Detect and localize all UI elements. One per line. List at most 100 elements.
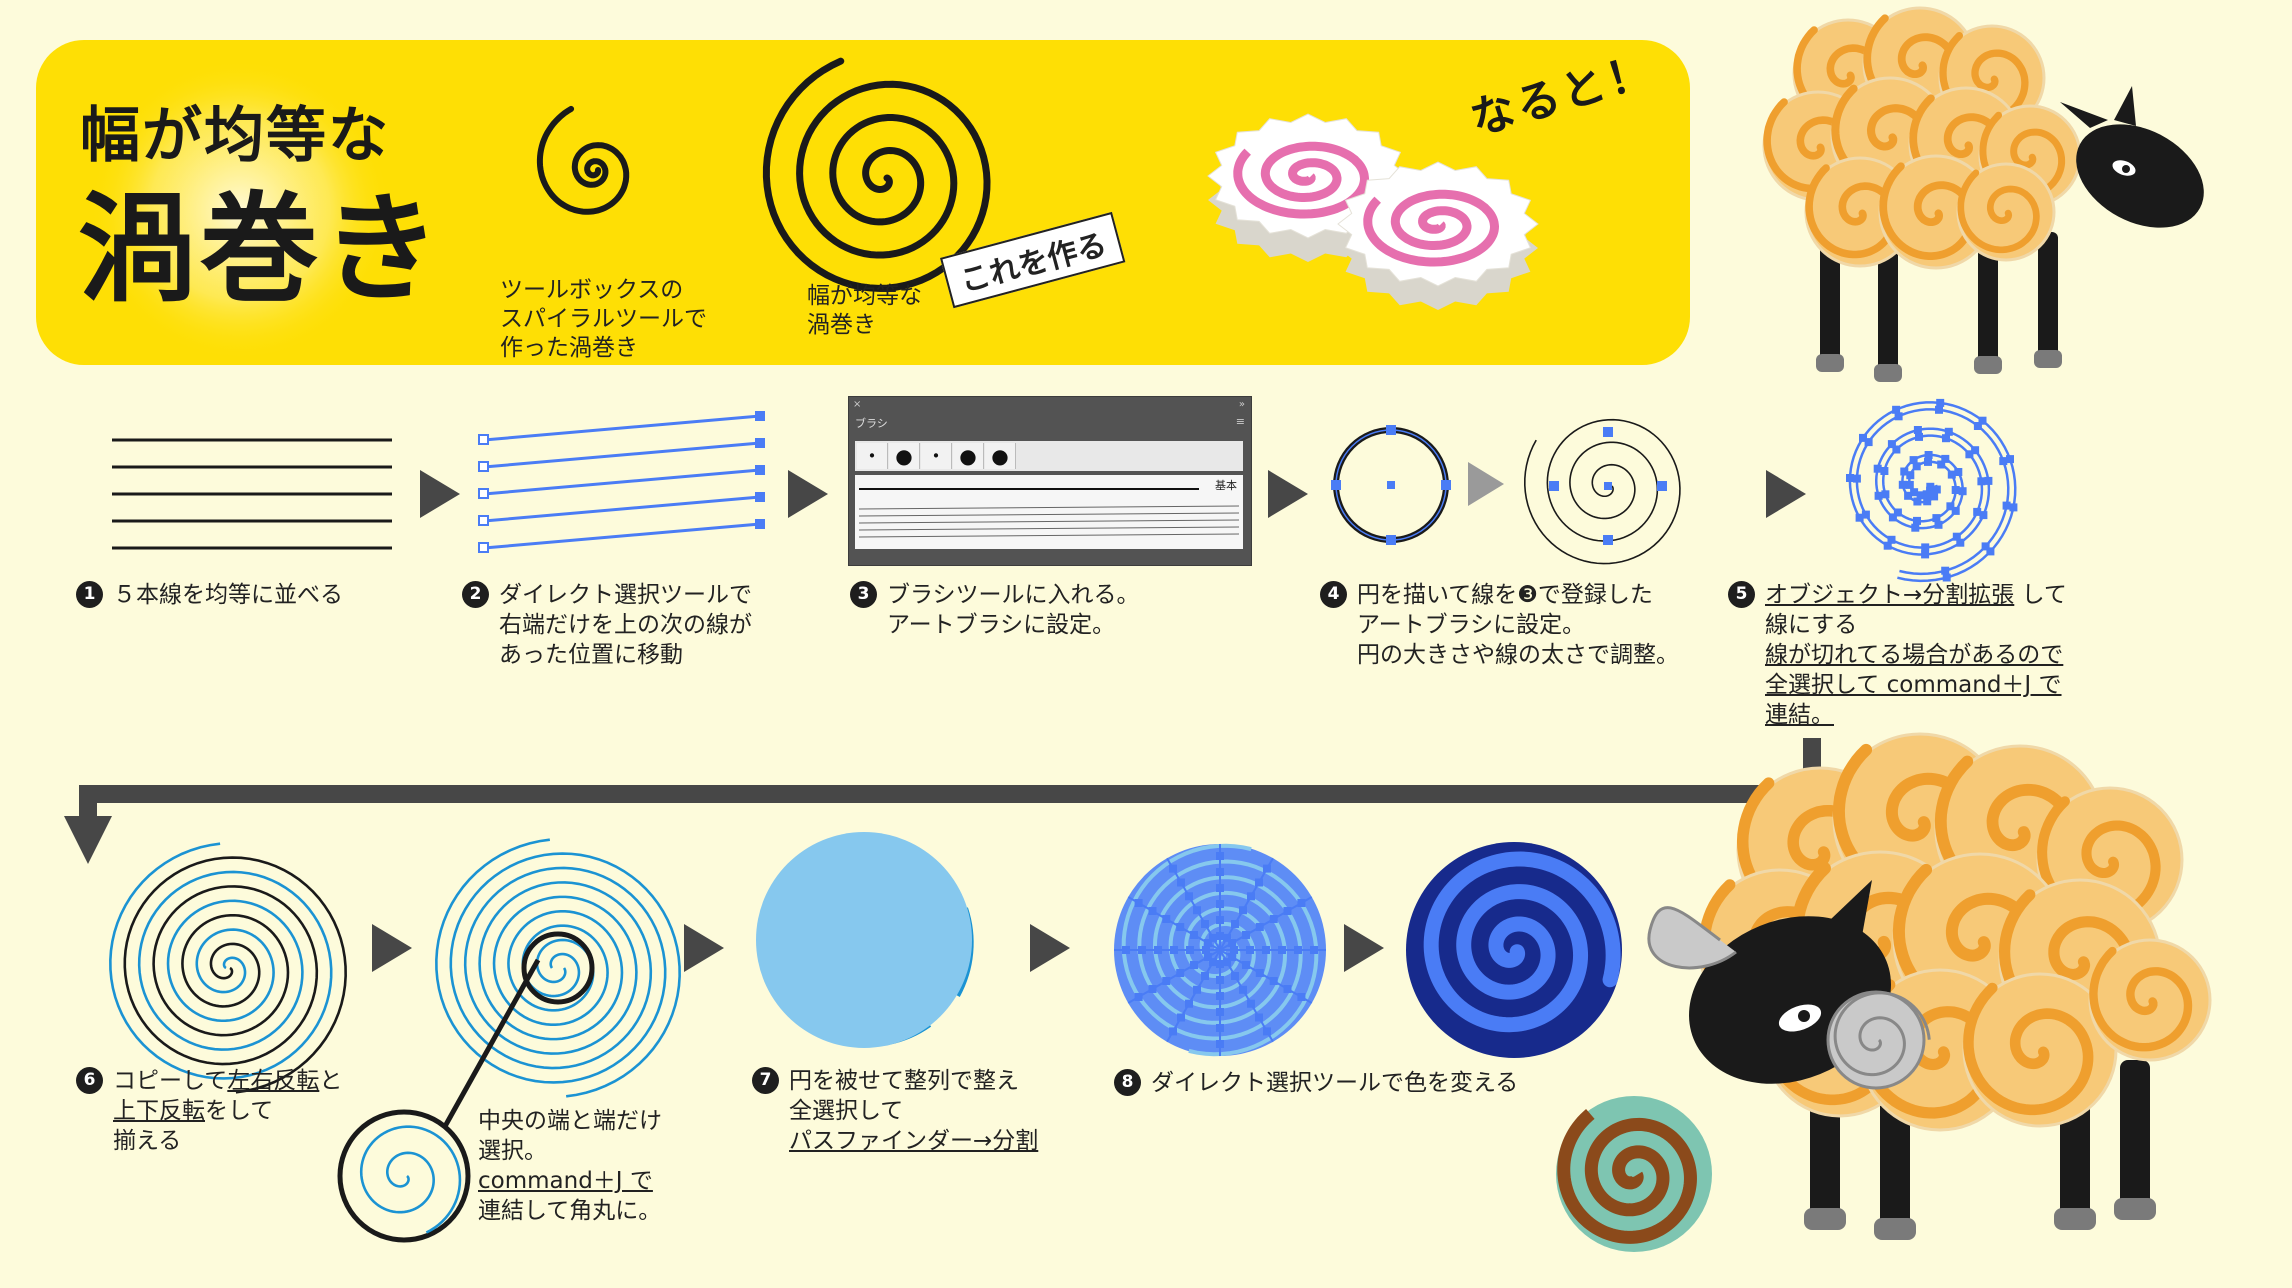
anchor-point (1216, 932, 1224, 940)
divided-path (1137, 859, 1319, 1057)
anchor-point (1864, 438, 1873, 447)
anchor-point (1978, 416, 1987, 425)
brush-swatch[interactable]: ● (953, 443, 984, 469)
ram-horn-right (1826, 990, 1931, 1090)
anchor-point (1951, 486, 1960, 494)
sheep-hoof (1804, 1208, 1846, 1230)
anchor-point (1924, 457, 1932, 466)
sheep-hoof (1874, 364, 1902, 382)
sheep-ear (2060, 102, 2108, 128)
anchor-point (1283, 985, 1292, 993)
anchor-point (1912, 462, 1921, 471)
anchor-point (1965, 450, 1974, 459)
brush-dot-row: ・ ● ・ ● ● (855, 441, 1243, 471)
anchor-point (1242, 961, 1250, 969)
anchor-point (1216, 1040, 1224, 1048)
brush-swatch[interactable]: ● (985, 443, 1016, 469)
anchor-point (1148, 907, 1157, 915)
title-line-2: 渦巻き (78, 180, 445, 318)
anchor-point (1190, 931, 1198, 939)
anchor-point (1923, 497, 1932, 506)
teal-spiral-ball-icon (1556, 1096, 1712, 1252)
step-number: 3 (850, 581, 877, 608)
panel-close-icon-right[interactable]: » (1238, 399, 1245, 410)
step-2-line: 右端だけを上の次の線が (499, 612, 752, 638)
anchor-point (1239, 906, 1247, 915)
anchor-point (1874, 491, 1883, 500)
anchor-point (1201, 920, 1209, 928)
anchor-point (1228, 939, 1237, 947)
double-spiral-icon (109, 842, 347, 1094)
step-6-part: をして (205, 1098, 274, 1124)
anchor-point (1148, 985, 1157, 993)
wool-swirl (1963, 982, 2094, 1116)
panel-close-icon[interactable]: × (853, 399, 862, 410)
anchor-point (1177, 878, 1185, 887)
anchor-point (2009, 503, 2018, 512)
anchor-point (1231, 920, 1239, 928)
anchor-point (1947, 470, 1956, 479)
anchor-point (1954, 468, 1963, 476)
anchor-point (1913, 516, 1921, 525)
connector-arrow-icon (64, 738, 1821, 864)
caption-even-spiral: 幅が均等な 渦巻き (807, 283, 922, 338)
step-3-line: ブラシツールに入れる。 (887, 582, 1140, 608)
wool-swirl (2089, 946, 2193, 1052)
anchor-point (1941, 566, 1950, 575)
anchor-point (1278, 946, 1286, 954)
anchor-point (1935, 405, 1943, 414)
anchor-point (1892, 445, 1901, 454)
brush-swatch[interactable]: ・ (857, 443, 888, 469)
anchor-point (1310, 946, 1318, 954)
anchor-point (1138, 946, 1146, 954)
step-number: 8 (1114, 1069, 1141, 1096)
anchor-point (1216, 992, 1224, 1000)
anchor-point (1981, 542, 1990, 551)
step-4-line: 円の大きさや線の太さで調整。 (1357, 642, 1679, 668)
art-brush-preview[interactable] (858, 479, 1240, 545)
anchor-point (1231, 972, 1239, 980)
anchor-point (1216, 1024, 1224, 1032)
joined-spiral-icon (435, 838, 681, 1098)
toolbox-spiral-icon (536, 105, 630, 215)
anchor-point (1216, 884, 1224, 892)
anchor-point (1984, 476, 1993, 485)
step-8-text: ダイレクト選択ツールで色を変える (1151, 1070, 1519, 1096)
anchor-point (1169, 864, 1177, 873)
anchor-point (2006, 455, 2014, 464)
anchor-point (1170, 946, 1178, 954)
even-spiral-icon (762, 57, 991, 292)
brush-swatch[interactable]: ● (889, 443, 920, 469)
anchor-point (1909, 456, 1918, 465)
anchor-point (1255, 923, 1264, 931)
expanded-spiral-icon (1846, 398, 2018, 583)
anchor-point (1958, 487, 1967, 496)
panel-menu-icon[interactable]: ≡ (1235, 415, 1245, 428)
anchor-point (1855, 513, 1864, 522)
brush-swatch[interactable]: ・ (921, 443, 952, 469)
wool-swirl (1957, 169, 2040, 254)
anchor-point (1162, 977, 1171, 985)
step-7-line: 円を被せて整列で整え (789, 1068, 1019, 1094)
anchor-point (1887, 535, 1896, 544)
anchor-point (1216, 976, 1224, 984)
arrow-right-icon (788, 470, 828, 518)
brush-art-row: 基本 (855, 475, 1243, 549)
anchor-point (1263, 864, 1271, 873)
anchor-point (1915, 432, 1923, 441)
anchor-point (2002, 501, 2011, 510)
anchor-point (1185, 999, 1193, 1008)
ram-sheep-icon (1647, 732, 2212, 1240)
step-number: 4 (1320, 581, 1347, 608)
horn-curl (1833, 991, 1931, 1077)
anchor-point (1262, 946, 1270, 954)
step-number: 5 (1728, 581, 1755, 608)
anchor-point (1177, 1013, 1185, 1022)
step-8-label: 8 ダイレクト選択ツールで色を変える (1114, 1068, 1518, 1098)
step-5-line: オブジェクト→分割拡張 (1765, 582, 2015, 608)
arrow-right-icon (420, 470, 460, 518)
step-2-line: あった位置に移動 (499, 642, 683, 668)
